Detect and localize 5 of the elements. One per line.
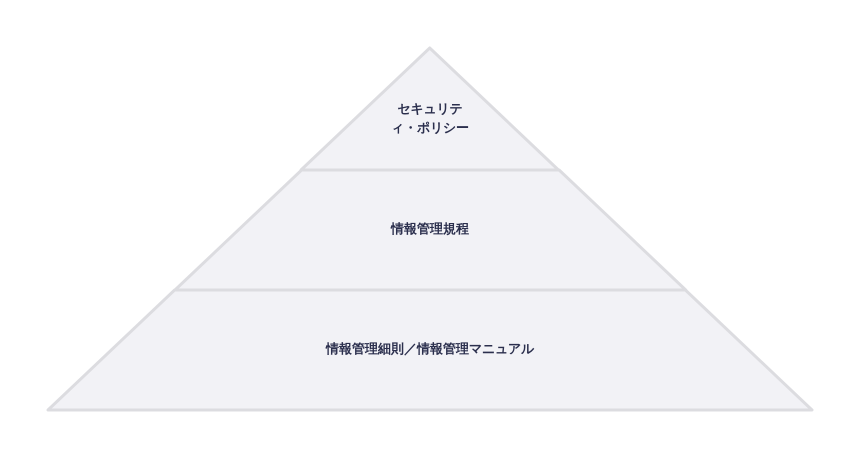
pyramid-tier — [174, 170, 686, 290]
tier-label: 情報管理細則／情報管理マニュアル — [326, 341, 534, 360]
pyramid-tier — [48, 290, 812, 410]
tier-label: 情報管理規程 — [390, 221, 469, 240]
tier-label: セキュリティ・ポリシー — [390, 100, 470, 138]
